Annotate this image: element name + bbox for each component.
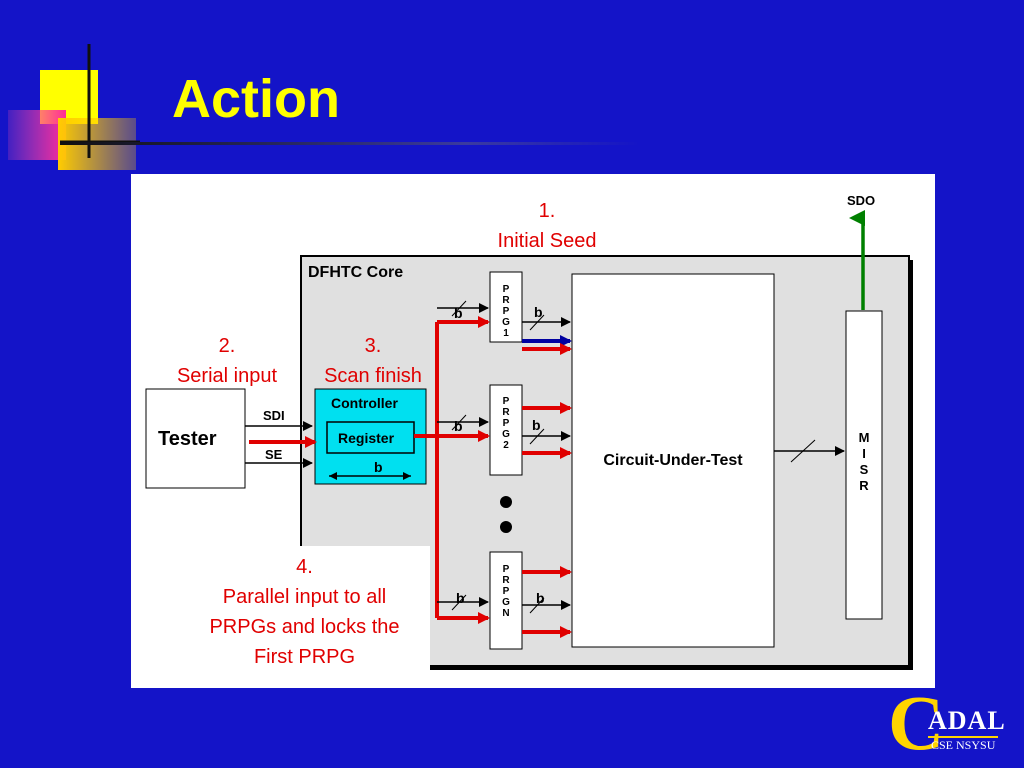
diagram-panel: SDO DFHTC Core Tester SDI SE Controller … [131, 174, 935, 688]
cut-label: Circuit-Under-Test [603, 452, 743, 469]
prpg1-label: P R P G 1 [502, 284, 510, 339]
se-label: SE [265, 447, 283, 462]
misr-label: M I S R [858, 430, 870, 493]
bus-slash [451, 594, 467, 611]
b-label: b [456, 590, 465, 606]
tester-box [145, 388, 246, 489]
bus-slash [790, 439, 816, 463]
step3-annotation: 3. Scan finish [324, 335, 422, 387]
b-label: b [454, 305, 463, 321]
bus-slash [451, 414, 467, 431]
register-label: Register [338, 430, 395, 446]
bus-slash [529, 428, 545, 445]
bus-slash [451, 300, 467, 317]
cadal-logo: C ADAL CSE NSYSU [888, 684, 1018, 762]
b-label: b [532, 417, 541, 433]
annotation-mask [179, 546, 430, 672]
prpg2-label: P R P G 2 [502, 396, 510, 451]
bus-slash [529, 314, 545, 331]
ellipsis-dot [500, 521, 512, 533]
sdi-label: SDI [263, 408, 285, 423]
logo-subtitle: CSE NSYSU [928, 736, 999, 752]
prpgn-label: P R P G N [502, 564, 510, 619]
title-underline [60, 142, 640, 145]
bus-slash [529, 597, 545, 614]
b-label: b [536, 590, 545, 606]
b-label: b [534, 304, 543, 320]
step4-annotation: 4. Parallel input to all PRPGs and locks… [209, 556, 400, 668]
core-title: DFHTC Core [308, 264, 404, 281]
prpg1-box [489, 271, 523, 343]
diagram-canvas [145, 210, 913, 672]
logo-word: ADAL [928, 706, 1006, 735]
misr-box [845, 310, 883, 620]
register-width-label: b [374, 459, 383, 475]
sdo-label: SDO [847, 193, 876, 208]
prpg2-box [489, 384, 523, 476]
controller-label: Controller [331, 395, 398, 411]
cut-box [571, 273, 775, 648]
logo-letter: C [888, 679, 945, 766]
decorative-squares [8, 44, 140, 170]
prpgn-box [489, 551, 523, 650]
register-box [326, 421, 415, 454]
step1-annotation: 1. Initial Seed [497, 200, 597, 252]
b-label: b [454, 418, 463, 434]
slide-title: Action [172, 69, 340, 129]
step2-annotation: 2. Serial input [176, 335, 278, 387]
tester-label: Tester [158, 428, 217, 450]
ellipsis-dot [500, 496, 512, 508]
